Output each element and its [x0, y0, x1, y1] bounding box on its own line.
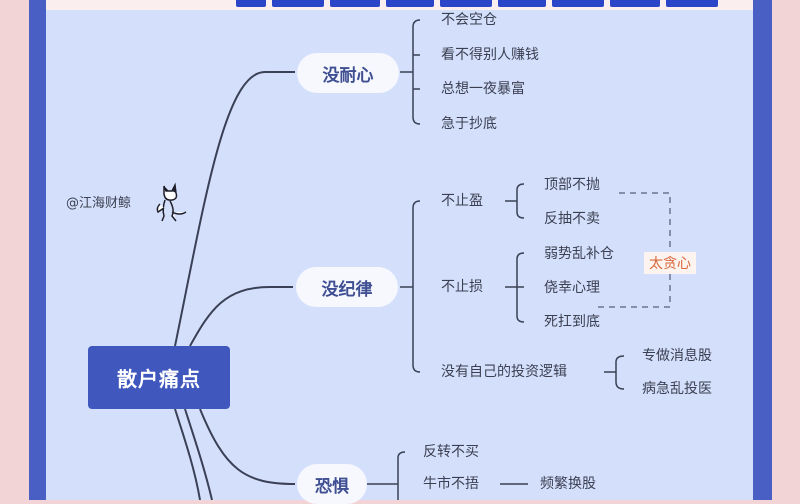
branch-label: 没耐心	[322, 65, 374, 86]
leaf-node[interactable]: 急于抄底	[441, 116, 497, 132]
root-label: 散户痛点	[117, 367, 201, 391]
annotation-greedy[interactable]: 太贪心	[644, 252, 696, 274]
sub-branch-node[interactable]: 没有自己的投资逻辑	[441, 364, 567, 380]
watermark-text: @江海财鲸	[66, 196, 132, 211]
leaf-node[interactable]: 反抽不卖	[544, 211, 600, 227]
leaf-node[interactable]: 顶部不抛	[544, 177, 600, 193]
sub-branch-node[interactable]: 不止损	[441, 279, 483, 295]
mindmap-canvas	[46, 0, 753, 500]
branch-label: 没纪律	[321, 279, 373, 300]
leaf-node[interactable]: 死扛到底	[544, 314, 600, 330]
leaf-node[interactable]: 频繁换股	[540, 476, 596, 492]
branch-node-no-discipline[interactable]: 没纪律	[296, 267, 398, 307]
leaf-node[interactable]: 总想一夜暴富	[441, 81, 525, 97]
title-banner	[46, 0, 753, 10]
branch-node-no-patience[interactable]: 没耐心	[297, 53, 399, 93]
leaf-node[interactable]: 侥幸心理	[544, 280, 600, 296]
cat-sticker-icon	[156, 182, 187, 222]
leaf-node[interactable]: 弱势乱补仓	[544, 246, 614, 262]
leaf-node[interactable]: 看不得别人赚钱	[441, 47, 539, 63]
branch-label: 恐惧	[315, 476, 349, 497]
leaf-node[interactable]: 反转不买	[423, 444, 479, 460]
frame-border-left	[29, 0, 46, 500]
root-node[interactable]: 散户痛点	[88, 346, 230, 409]
frame-border-right	[753, 0, 772, 500]
sub-branch-node[interactable]: 不止盈	[441, 193, 483, 209]
leaf-node[interactable]: 病急乱投医	[642, 381, 712, 397]
branch-node-fear[interactable]: 恐惧	[297, 464, 367, 504]
leaf-node[interactable]: 牛市不捂	[423, 476, 479, 492]
leaf-node[interactable]: 专做消息股	[642, 348, 712, 364]
title-text-cropped	[236, 0, 753, 7]
leaf-node[interactable]: 不会空仓	[441, 12, 497, 28]
